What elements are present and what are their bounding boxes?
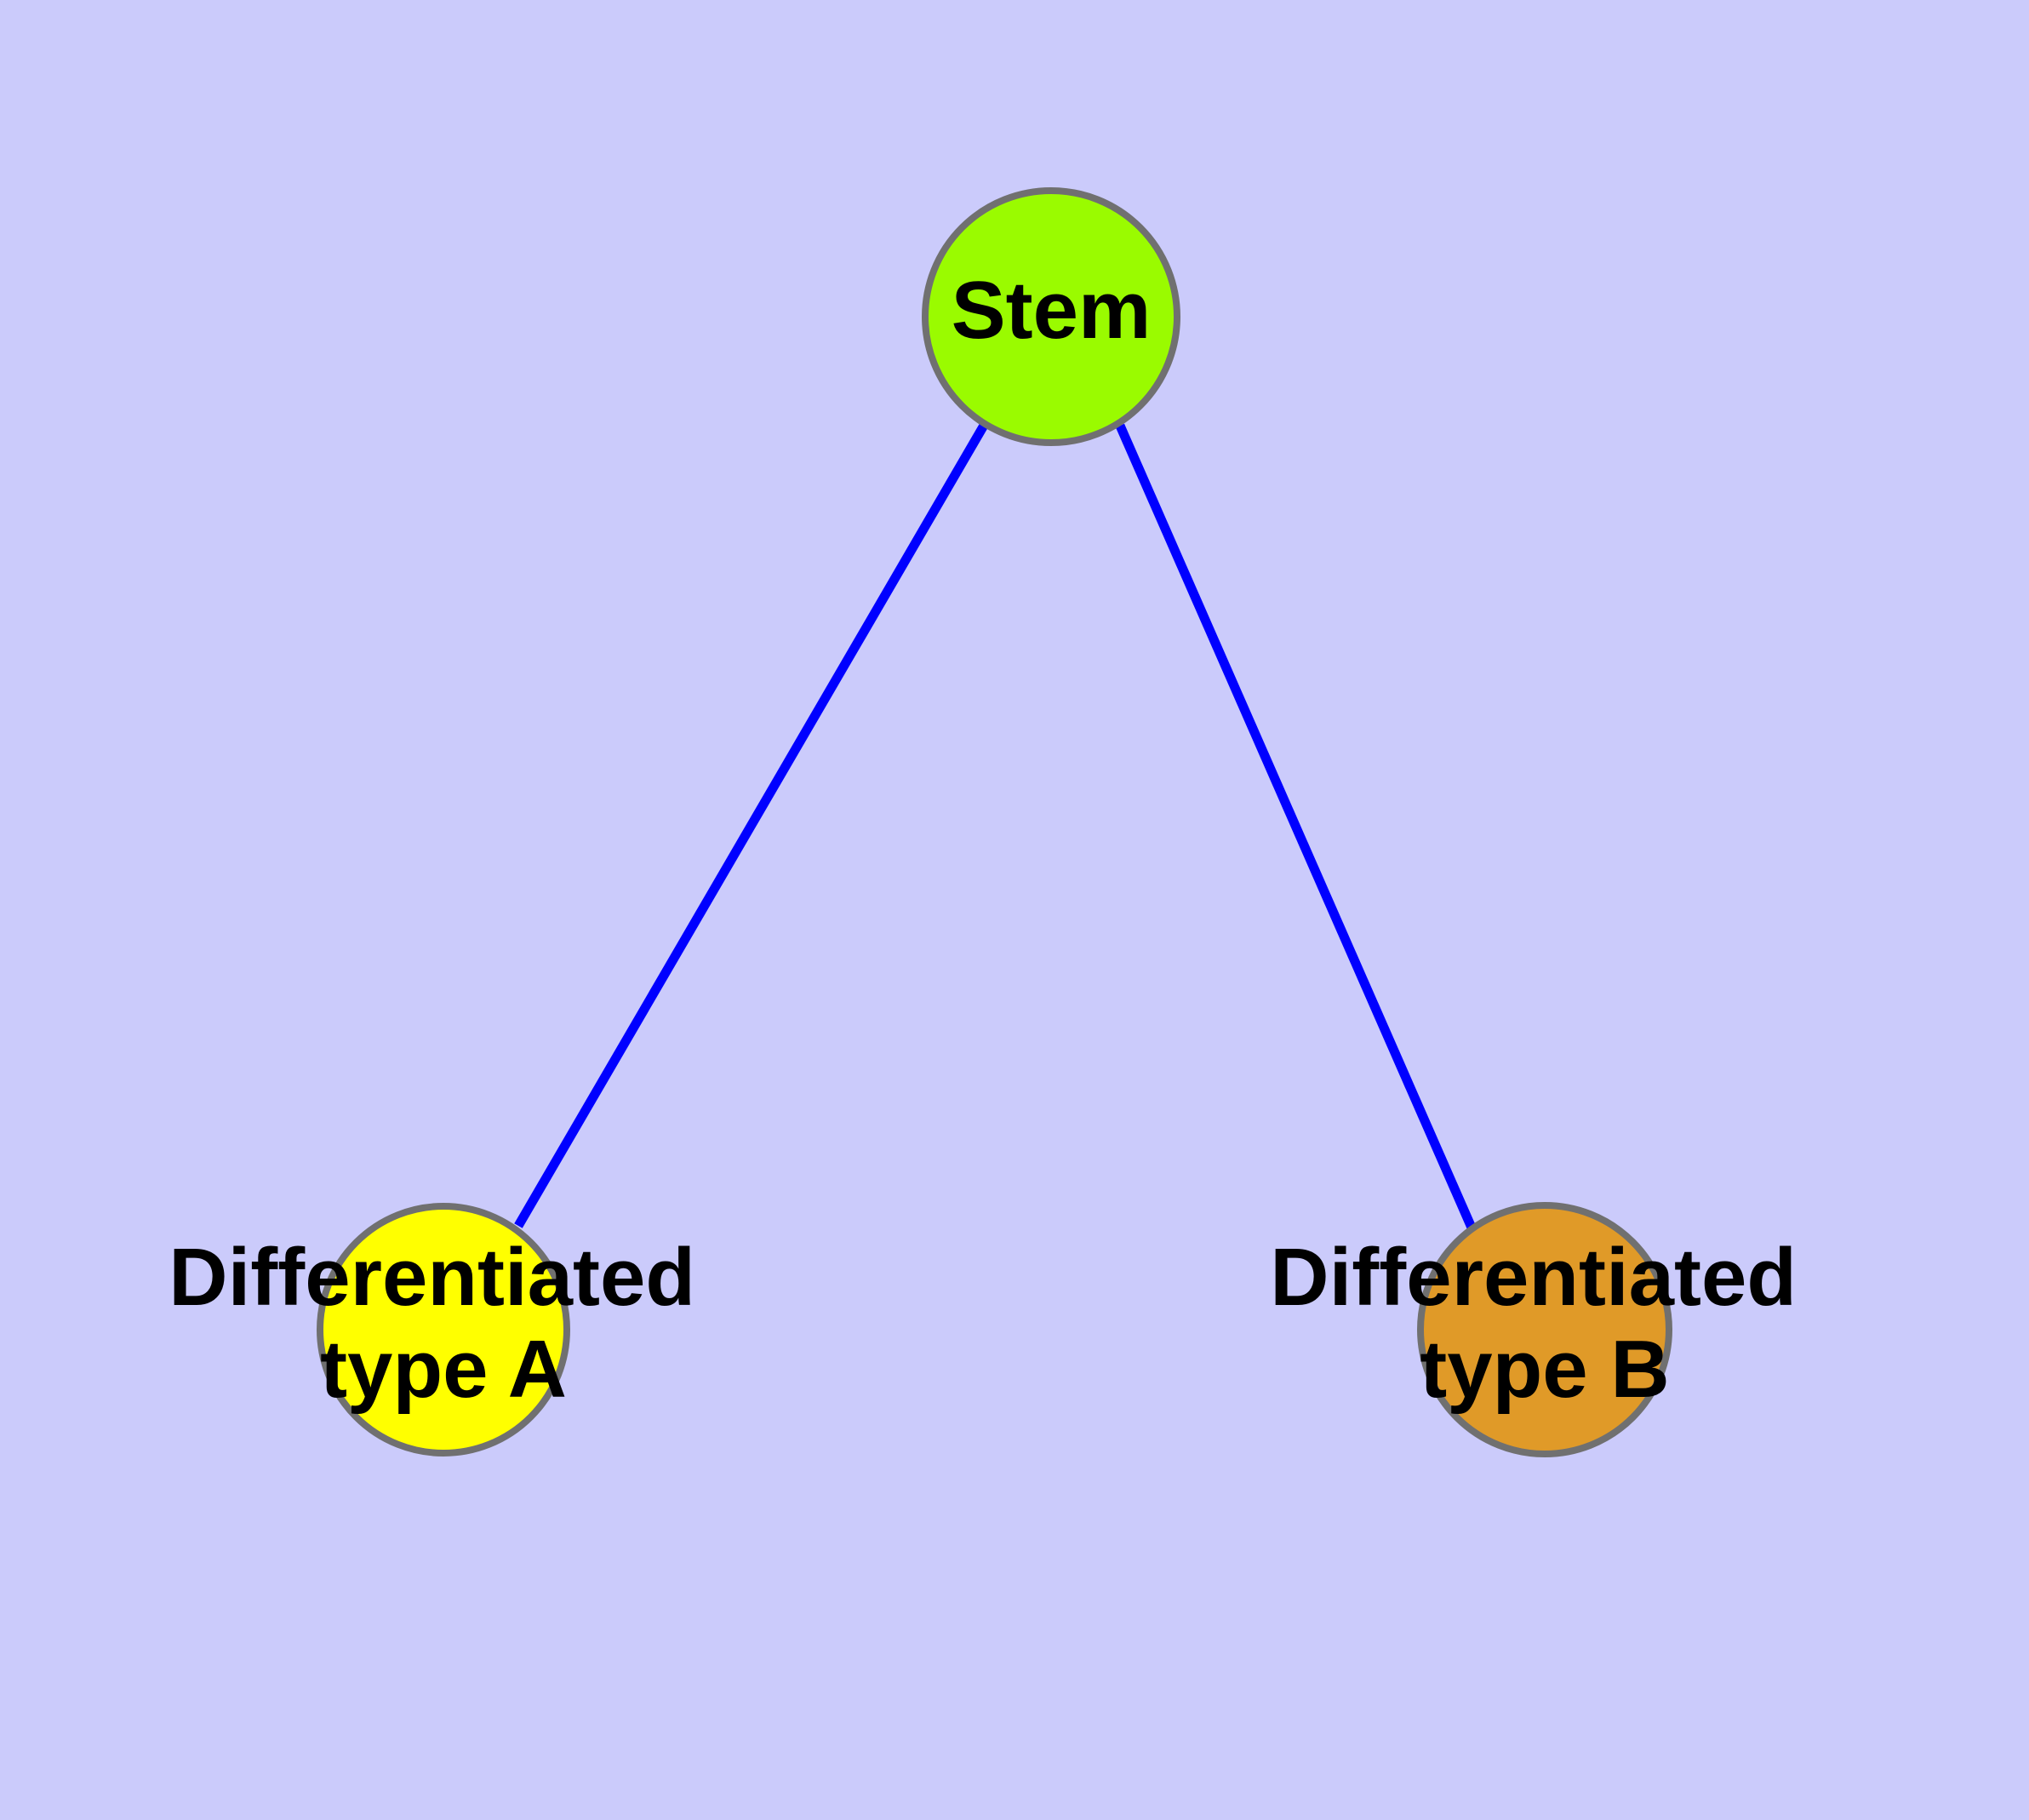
edge-stem-to-differentiated-type-a[interactable]: [514, 421, 989, 1228]
edges-group: [514, 421, 1477, 1230]
node-differentiated-type-a-label-line-2: type A: [320, 1324, 567, 1415]
node-differentiated-type-b-label: Differentiated type B: [1270, 1233, 1819, 1416]
node-differentiated-type-b-label-line-2: type B: [1420, 1324, 1669, 1415]
node-differentiated-type-a-label-line-1: Differentiated: [169, 1233, 695, 1324]
node-stem-label-line-1: Stem: [952, 265, 1152, 356]
node-stem-label: Stem: [952, 265, 1152, 356]
node-stem-circle[interactable]: [922, 187, 1180, 446]
node-differentiated-type-b-circle[interactable]: [1417, 1202, 1672, 1457]
node-stem[interactable]: Stem: [922, 187, 1180, 446]
node-differentiated-type-b-label-line-1: Differentiated: [1270, 1233, 1797, 1324]
nodes-group: Stem Differentiated type A Differentiate…: [169, 187, 1819, 1457]
edge-stem-to-differentiated-type-b[interactable]: [1115, 423, 1477, 1230]
node-differentiated-type-a-label: Differentiated type A: [169, 1233, 717, 1416]
node-differentiated-type-b[interactable]: Differentiated type B: [1270, 1202, 1819, 1457]
node-differentiated-type-a[interactable]: Differentiated type A: [169, 1203, 717, 1457]
node-differentiated-type-a-circle[interactable]: [317, 1203, 570, 1457]
